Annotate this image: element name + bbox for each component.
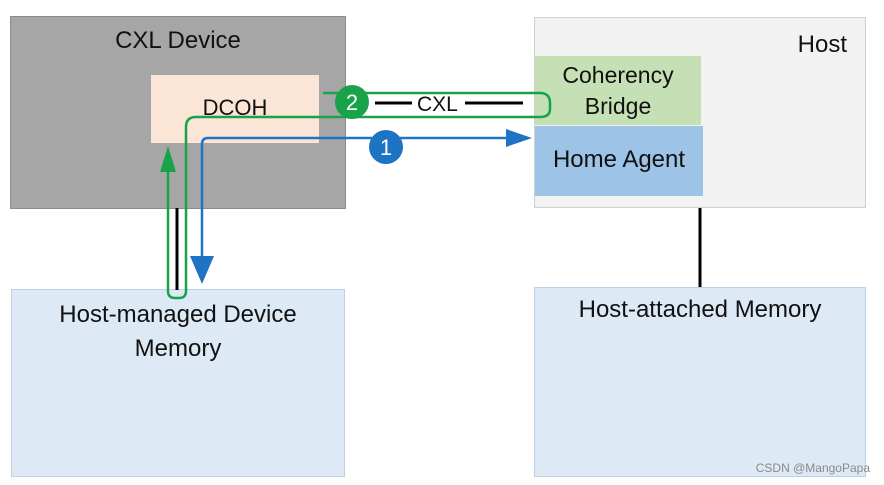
host-attached-memory-label: Host-attached Memory <box>578 296 822 323</box>
coherency-bridge-line1: Coherency <box>562 62 674 88</box>
host-attached-memory-box: Host-attached Memory <box>534 287 866 477</box>
home-agent-box: Home Agent <box>535 126 703 196</box>
home-agent-label: Home Agent <box>552 146 686 173</box>
coherency-bridge-box: Coherency Bridge <box>535 56 701 125</box>
cxl-device-label: CXL Device <box>115 27 241 54</box>
blue-flow-path <box>200 136 520 262</box>
blue-arrowhead-down <box>190 256 214 284</box>
host-label: Host <box>797 31 847 58</box>
hmd-memory-line1: Host-managed Device <box>59 301 297 328</box>
coherency-bridge-label: Coherency Bridge <box>535 60 701 122</box>
flow-badge-1-circle <box>369 130 403 164</box>
coherency-bridge-line2: Bridge <box>584 93 652 119</box>
host-managed-device-memory-label: Host-managed Device Memory <box>12 298 344 366</box>
flow-badge-1-text: 1 <box>380 135 392 160</box>
flow-badge-2-text: 2 <box>346 90 358 115</box>
cxl-link-label: CXL <box>417 93 458 116</box>
green-flow-path <box>166 91 552 300</box>
blue-arrowhead-right <box>506 129 532 147</box>
flow-badge-2-circle <box>335 85 369 119</box>
watermark: CSDN @MangoPapa <box>755 461 870 475</box>
hmd-memory-line2: Memory <box>134 335 222 362</box>
green-arrowhead <box>160 146 176 172</box>
